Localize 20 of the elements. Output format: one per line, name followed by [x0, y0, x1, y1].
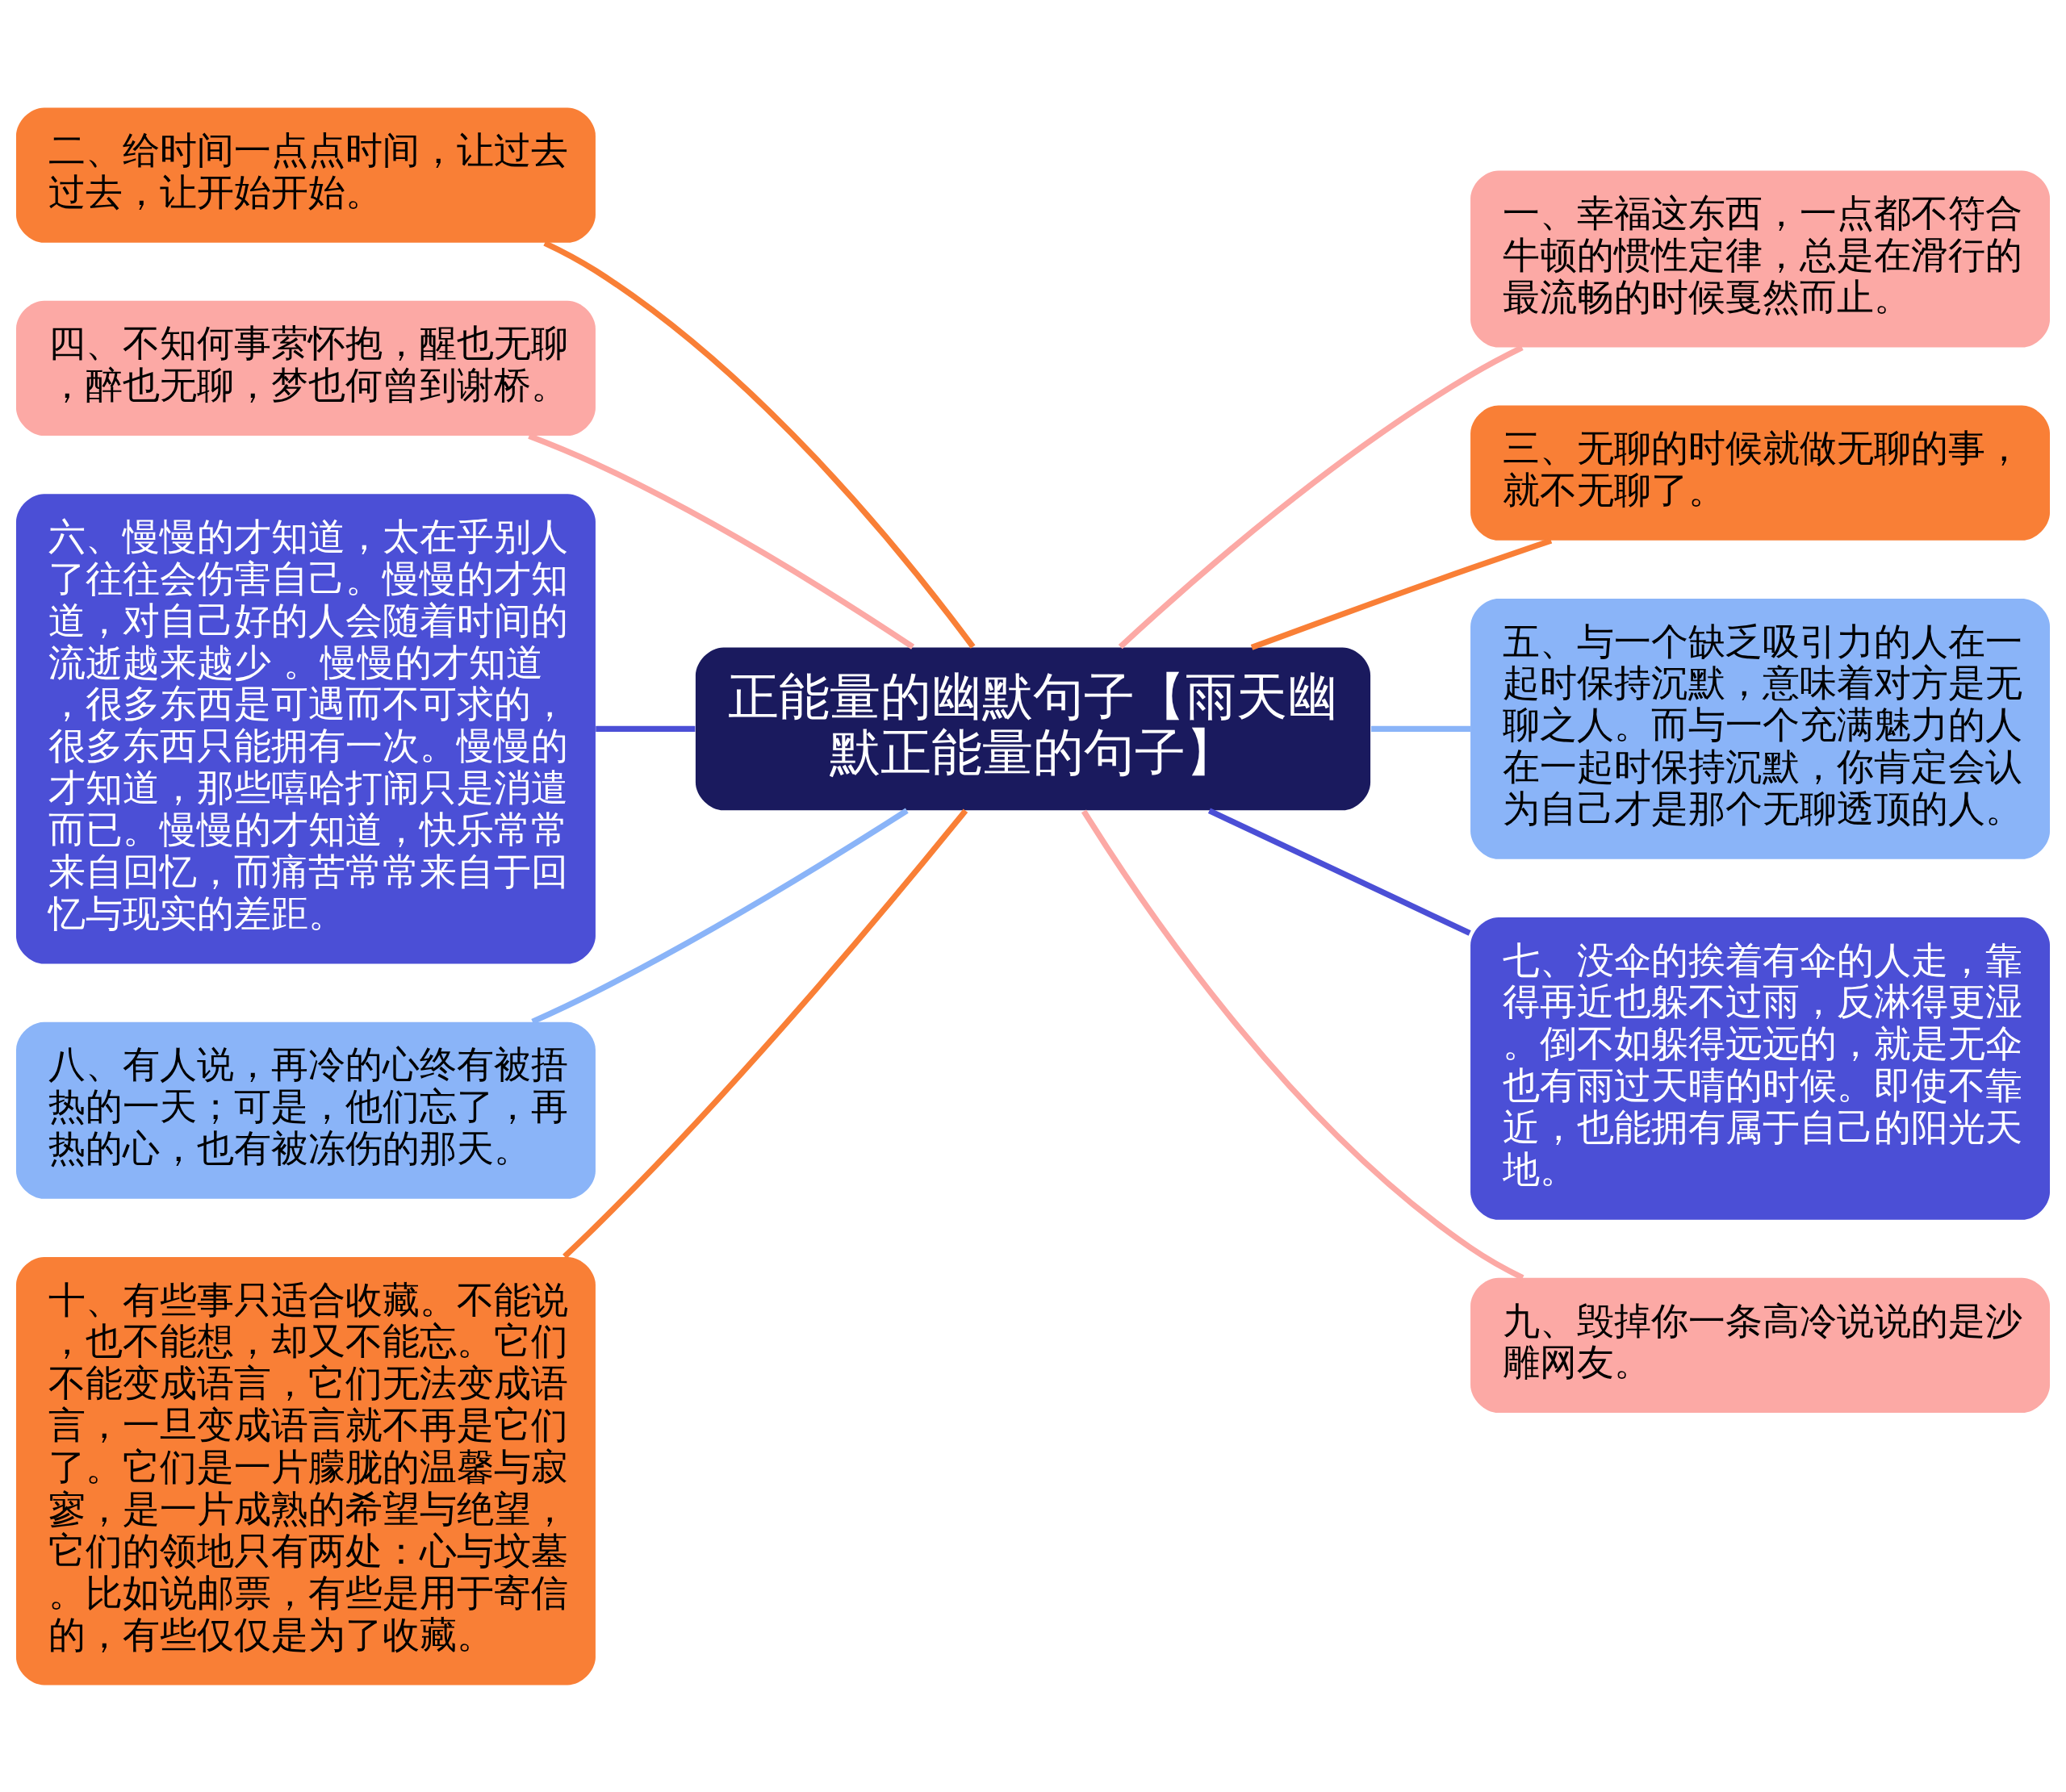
node-box: 正能量的幽默句子【雨天幽默正能量的句子】: [695, 647, 1371, 810]
node-box: 八、有人说，再冷的心终有被捂热的一天；可是，他们忘了，再热的心，也有被冻伤的那天。: [15, 1021, 596, 1199]
connector: [543, 240, 976, 649]
node-box: 五、与一个缺乏吸引力的人在一起时保持沉默，意味着对方是无聊之人。而与一个充满魅力的人在一起时保持沉默，你肯定会认为自己才是那个无聊透顶的人。: [1470, 598, 2051, 859]
node-box: 三、无聊的时候就做无聊的事，就不无聊了。: [1470, 405, 2051, 541]
node-box: 七、没伞的挨着有伞的人走，靠得再近也躲不过雨，反淋得更湿。倒不如躲得远远的，就是无伞也有雨过天晴的时候。即使不靠近，也能拥有属于自己的阳光天地。: [1470, 917, 2051, 1220]
connector: [563, 808, 968, 1259]
node-box: 十、有些事只适合收藏。不能说，也不能想，却又不能忘。它们不能变成语言，它们无法变成语言，一旦变成语言就不再是它们了。它们是一片朦胧的温馨与寂寥，是一片成熟的希望与绝望，它们的领地只有两处：心与坟墓。比如说邮票，有些是用于寄信的，有些仅仅是为了收藏。: [15, 1256, 596, 1685]
connector: [1371, 725, 1471, 732]
node-box: 六、慢慢的才知道，太在乎别人了往往会伤害自己。慢慢的才知道，对自己好的人会随着时间的流逝越来越少 。慢慢的才知道，很多东西是可遇而不可求的，很多东西只能拥有一次。慢慢的才知道，那些嘻哈打闹只是消遣而已。慢慢的才知道，快乐常常来自回忆，而痛苦常常来自于回忆与现实的差距。: [15, 493, 596, 964]
node-box: 二、给时间一点点时间，让过去过去，让开始开始。: [15, 107, 596, 243]
connector: [596, 725, 696, 732]
connector: [1207, 808, 1471, 936]
connector: [1118, 345, 1524, 649]
connector: [1081, 808, 1524, 1280]
connector: [1250, 537, 1553, 650]
node-box: 九、毁掉你一条高冷说说的是沙雕网友。: [1470, 1277, 2051, 1413]
node-box: 四、不知何事萦怀抱，醒也无聊，醉也无聊，梦也何曾到谢桥。: [15, 300, 596, 436]
node-box: 一、幸福这东西，一点都不符合牛顿的惯性定律，总是在滑行的最流畅的时候戛然而止。: [1470, 169, 2051, 347]
connector: [531, 808, 909, 1025]
